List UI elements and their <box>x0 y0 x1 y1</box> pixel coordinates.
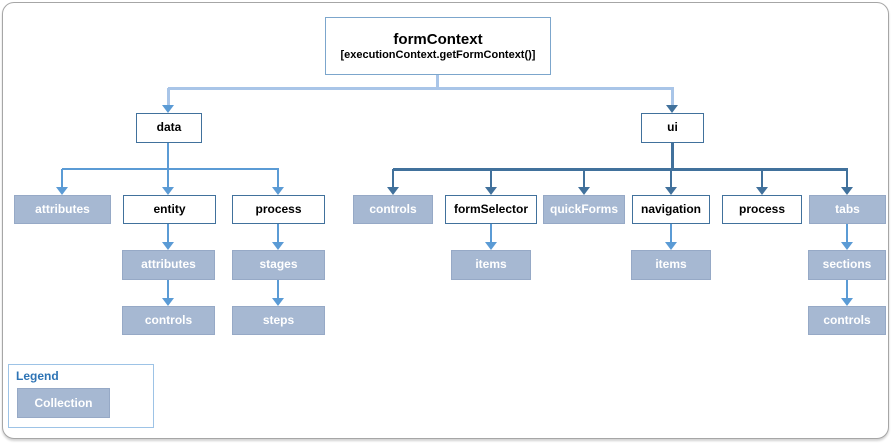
connector-line <box>392 169 394 187</box>
node-controls-ui: controls <box>353 195 433 224</box>
node-formselector: formSelector <box>445 195 537 224</box>
arrowhead-icon <box>756 187 768 195</box>
node-controls-entity: controls <box>122 306 215 335</box>
arrowhead-icon <box>665 187 677 195</box>
connector-line <box>490 169 492 187</box>
connector-line <box>670 224 672 242</box>
node-process-data: process <box>232 195 325 224</box>
connector-line <box>490 224 492 242</box>
node-quickforms: quickForms <box>543 195 625 224</box>
arrowhead-icon <box>272 242 284 250</box>
legend: Legend Collection <box>8 364 154 428</box>
connector-line <box>167 169 169 187</box>
connector-line <box>167 224 169 242</box>
connector-line <box>277 280 279 298</box>
arrowhead-icon <box>162 298 174 306</box>
node-entity: entity <box>123 195 216 224</box>
node-attributes-entity: attributes <box>122 250 215 280</box>
arrowhead-icon <box>666 105 678 113</box>
arrowhead-icon <box>665 242 677 250</box>
arrowhead-icon <box>485 187 497 195</box>
connector-line <box>435 75 439 89</box>
connector-line <box>62 168 279 170</box>
connector-line <box>670 169 672 187</box>
node-process-ui: process <box>722 195 802 224</box>
node-controls-tabs: controls <box>808 306 886 335</box>
node-items-navigation: items <box>631 250 711 280</box>
node-stages: stages <box>232 250 325 280</box>
connector-line <box>393 167 848 171</box>
node-sections: sections <box>808 250 886 280</box>
connector-line <box>846 280 848 298</box>
arrowhead-icon <box>387 187 399 195</box>
arrowhead-icon <box>841 298 853 306</box>
connector-line <box>277 169 279 187</box>
arrowhead-icon <box>841 187 853 195</box>
node-formcontext-root: formContext [executionContext.getFormCon… <box>325 17 551 75</box>
arrowhead-icon <box>162 242 174 250</box>
legend-title: Legend <box>16 369 59 383</box>
node-navigation: navigation <box>632 195 710 224</box>
connector-line <box>846 224 848 242</box>
arrowhead-icon <box>162 187 174 195</box>
arrowhead-icon <box>56 187 68 195</box>
connector-line <box>583 169 585 187</box>
node-data: data <box>136 113 202 143</box>
node-tabs: tabs <box>809 195 886 224</box>
node-attributes-data: attributes <box>14 195 111 224</box>
connector-line <box>168 86 674 90</box>
arrowhead-icon <box>841 242 853 250</box>
connector-line <box>167 280 169 298</box>
legend-collection-swatch: Collection <box>17 388 110 418</box>
node-steps: steps <box>232 306 325 335</box>
arrowhead-icon <box>485 242 497 250</box>
connector-line <box>846 169 848 187</box>
root-title: formContext <box>393 31 483 48</box>
connector-line <box>167 143 169 170</box>
connector-line <box>277 224 279 242</box>
arrowhead-icon <box>272 187 284 195</box>
connector-line <box>61 169 63 187</box>
connector-line <box>166 88 170 105</box>
node-ui: ui <box>641 113 704 143</box>
connector-line <box>761 169 763 187</box>
connector-line <box>670 143 674 170</box>
arrowhead-icon <box>272 298 284 306</box>
arrowhead-icon <box>578 187 590 195</box>
node-items-formselector: items <box>451 250 531 280</box>
root-subtitle: [executionContext.getFormContext()] <box>340 49 536 61</box>
arrowhead-icon <box>162 105 174 113</box>
connector-line <box>670 88 674 105</box>
